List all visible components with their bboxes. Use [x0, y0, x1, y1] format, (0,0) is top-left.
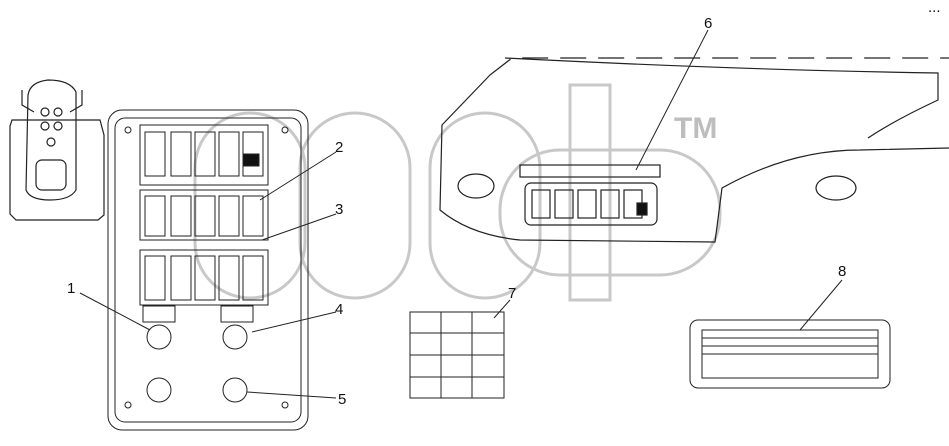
top-right-mark: ...: [928, 0, 941, 16]
left-control-panel: [107, 109, 309, 431]
keypad: [409, 311, 505, 399]
callout-label-6: 6: [704, 15, 712, 32]
callout-label-1: 1: [67, 280, 75, 297]
callout-numbers: 1 2 3 4 5 6 7 8: [67, 15, 846, 408]
callout-label-4: 4: [335, 301, 343, 318]
display-panel: [689, 319, 891, 389]
callout-label-3: 3: [335, 201, 343, 218]
dashboard: [439, 57, 949, 243]
callout-label-7: 7: [508, 285, 516, 302]
watermark-text: TM: [674, 112, 717, 145]
callout-label-2: 2: [335, 139, 343, 156]
joystick: [9, 79, 105, 221]
watermark: [193, 83, 722, 302]
callout-label-5: 5: [338, 391, 346, 408]
callout-label-8: 8: [838, 263, 846, 280]
callout-leaders: [79, 29, 843, 399]
